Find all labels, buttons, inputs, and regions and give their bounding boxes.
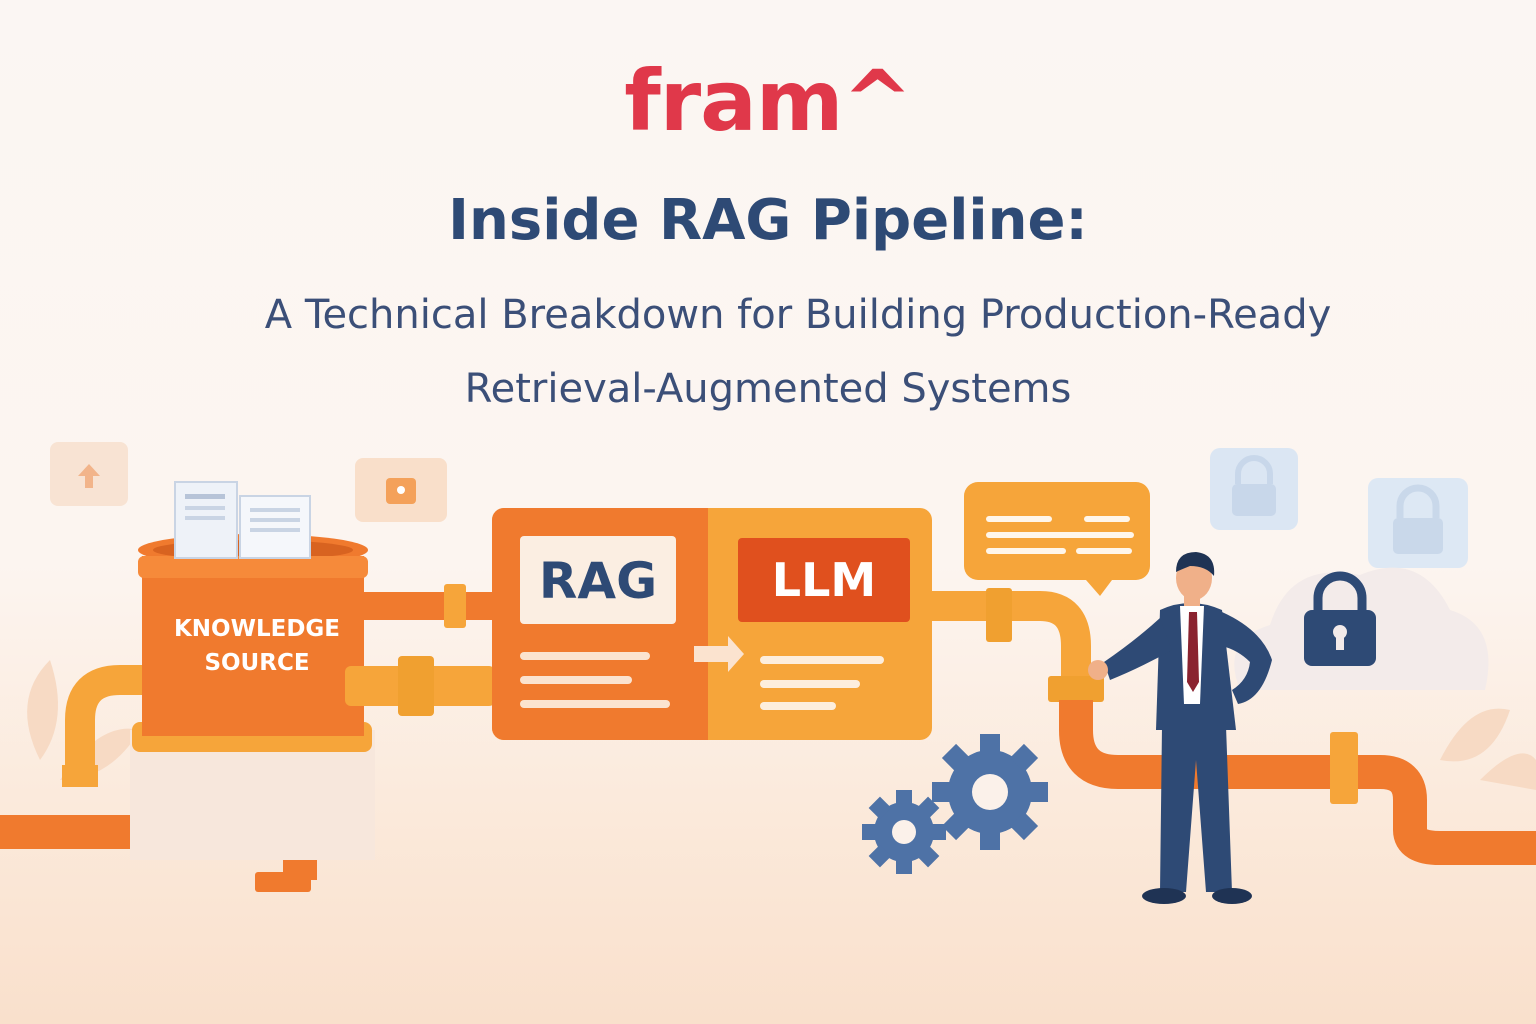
lock-tile-icon	[1210, 448, 1298, 530]
connector-pipes	[345, 584, 495, 716]
arrow-right-icon	[694, 636, 744, 672]
rag-pipeline-illustration: KNOWLEDGE SOURCE RAG LLM	[0, 442, 1536, 904]
llm-label: LLM	[772, 553, 876, 607]
page-title: Inside RAG Pipeline:	[448, 188, 1088, 253]
knowledge-label-line-1: KNOWLEDGE	[174, 616, 340, 642]
upload-icon	[50, 442, 128, 506]
gear-icon	[932, 734, 1048, 850]
gear-icon	[862, 790, 946, 874]
output-pipes	[932, 588, 1536, 865]
lock-tile-icon	[1368, 478, 1468, 568]
subtitle-line-2: Retrieval-Augmented Systems	[464, 366, 1072, 412]
plant-decoration	[27, 660, 1536, 790]
subtitle-line-1: A Technical Breakdown for Building Produ…	[264, 292, 1332, 338]
cloud-lock-icon	[1234, 567, 1489, 690]
knowledge-label-line-2: SOURCE	[204, 650, 309, 676]
knowledge-source-tank	[130, 534, 375, 860]
businessman-figure	[1088, 552, 1272, 904]
rag-label: RAG	[539, 552, 657, 610]
fram-logo: fram^	[624, 52, 913, 150]
documents-icon	[174, 481, 311, 559]
rag-llm-processor	[492, 508, 932, 740]
small-lock-icon	[355, 458, 447, 522]
chat-bubble-icon	[964, 482, 1150, 596]
